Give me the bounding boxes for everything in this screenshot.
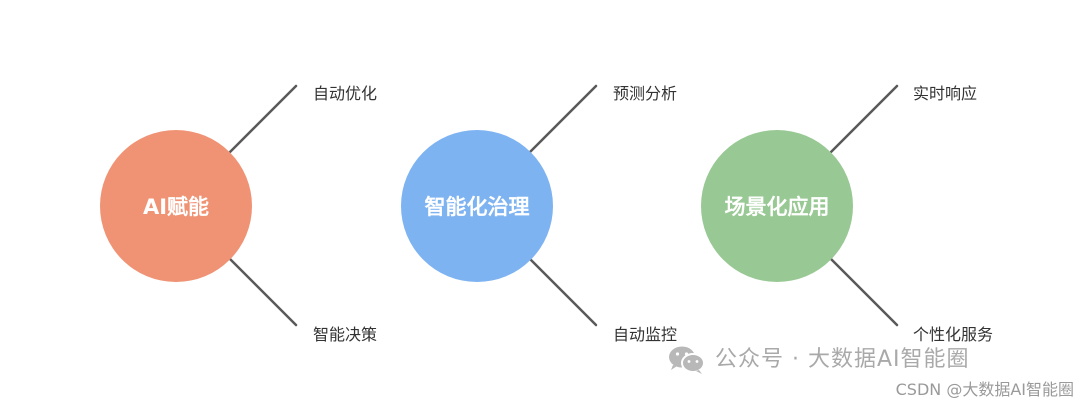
connector-top <box>228 84 298 154</box>
connector-bottom <box>228 257 298 327</box>
branch-label-bottom: 个性化服务 <box>913 325 993 344</box>
node-label: 场景化应用 <box>725 195 830 219</box>
watermark-text: 公众号 · 大数据AI智能圈 <box>715 347 970 372</box>
connector-top <box>528 84 598 154</box>
node-circle <box>701 130 853 282</box>
branch-label-bottom: 自动监控 <box>613 325 677 344</box>
node-circle <box>100 130 252 282</box>
node-label: 智能化治理 <box>425 195 530 219</box>
connector-bottom <box>528 257 598 327</box>
node-circle <box>401 130 553 282</box>
connector-top <box>829 84 899 154</box>
branch-label-bottom: 智能决策 <box>313 325 377 344</box>
branch-label-top: 实时响应 <box>913 84 977 103</box>
connector-bottom <box>829 257 899 327</box>
group-intelligent-governance: 智能化治理 预测分析 自动监控 <box>401 84 677 344</box>
branch-label-top: 自动优化 <box>313 84 377 103</box>
wechat-icon <box>669 346 705 374</box>
group-scenario-application: 场景化应用 实时响应 个性化服务 <box>701 84 993 344</box>
csdn-credit: CSDN @大数据AI智能圈 <box>895 380 1074 399</box>
node-label: AI赋能 <box>143 195 209 219</box>
group-ai-empowerment: AI赋能 自动优化 智能决策 <box>100 84 377 344</box>
branch-label-top: 预测分析 <box>613 84 677 103</box>
